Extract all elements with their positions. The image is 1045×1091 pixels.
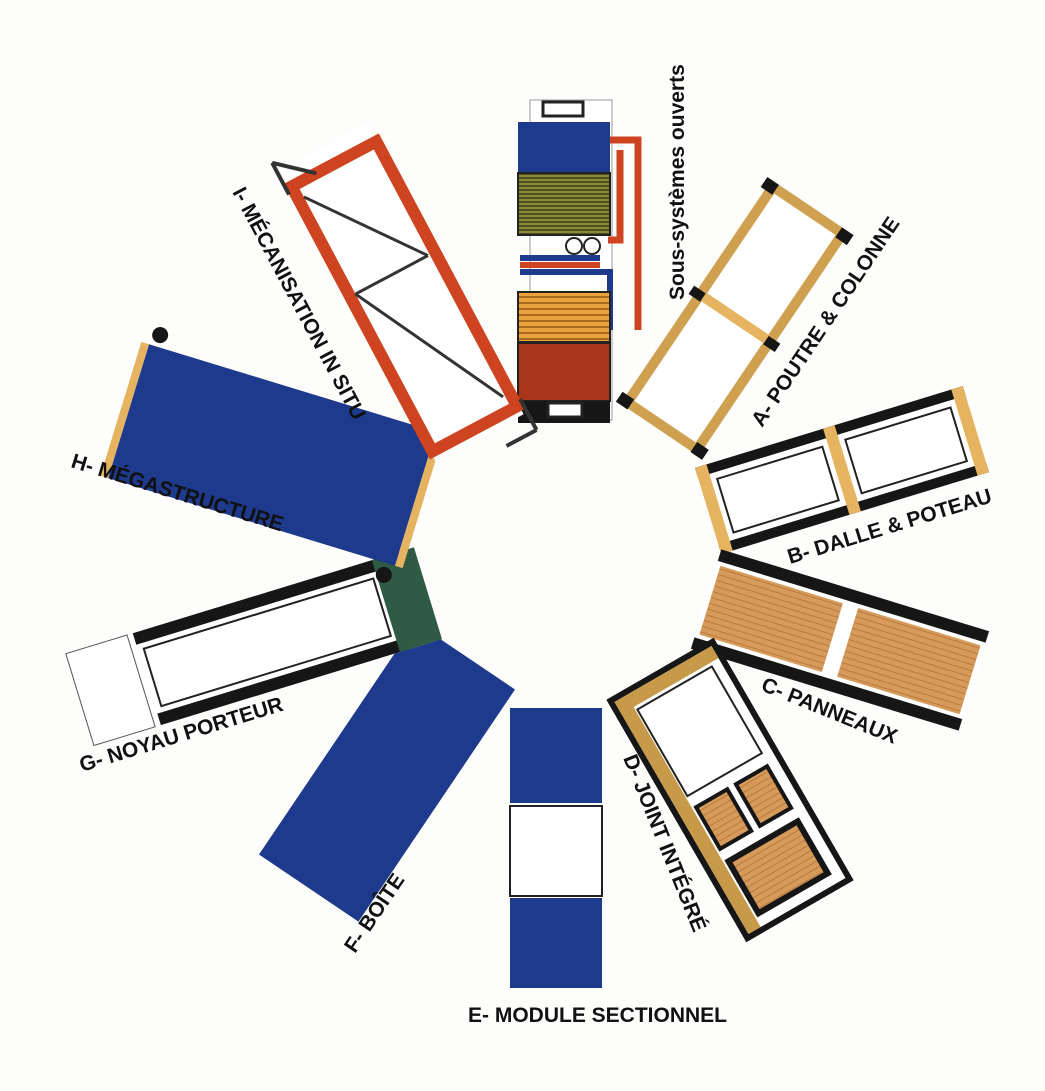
system-h-megastructure (100, 327, 444, 583)
label-center: Sous-systèmes ouverts (666, 64, 689, 300)
system-c-panels (690, 549, 990, 731)
valve-icon-2 (583, 237, 601, 255)
joint-dot-icon (152, 327, 169, 344)
system-e-sectional-module (509, 708, 603, 988)
blue-block (518, 122, 610, 172)
system-d-integrated-joint (606, 637, 854, 943)
orange-stripe-block (517, 291, 611, 343)
red-pipe-shape (608, 136, 642, 330)
green-mesh-block (517, 172, 611, 236)
system-f-box (258, 622, 516, 922)
system-g-bearing-core (65, 547, 442, 747)
system-i-site-mechanization (270, 122, 539, 462)
label-e: E- MODULE SECTIONNEL (468, 1004, 727, 1027)
top-cap-shape (541, 100, 585, 118)
joint-dot-icon-2 (375, 566, 392, 583)
system-a-beam-column (615, 177, 854, 460)
bottom-cap-shape (546, 401, 584, 419)
valve-icon (565, 237, 583, 255)
center-open-subsystems: Sous-systèmes ouverts (517, 64, 689, 423)
system-b-slab-post (694, 386, 990, 554)
red-block (517, 342, 611, 402)
